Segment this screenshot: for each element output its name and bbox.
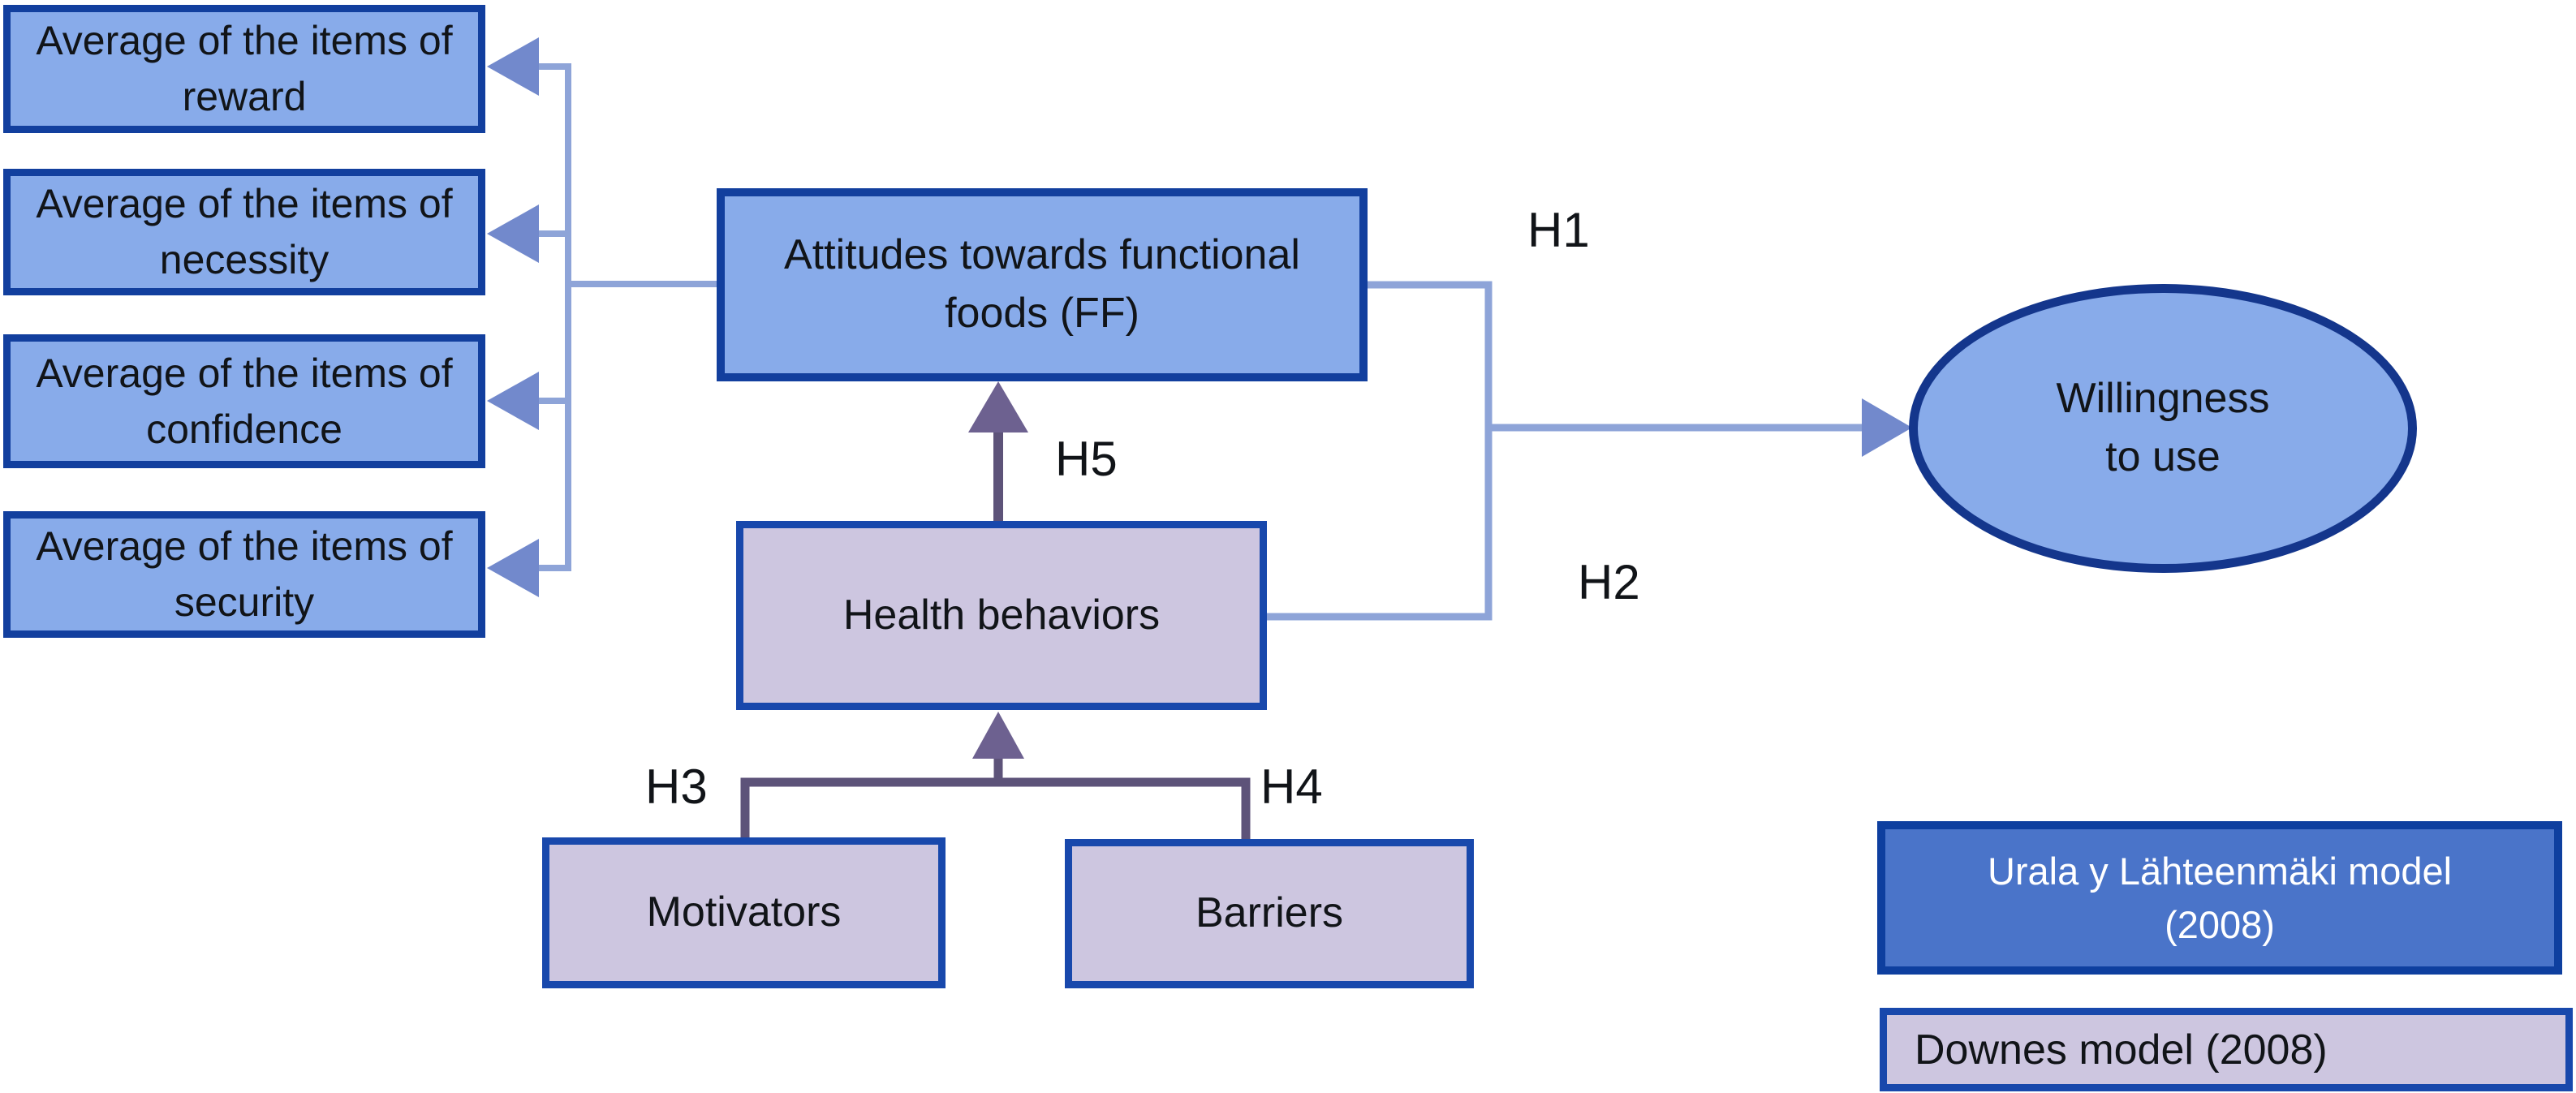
arrowhead-into-confidence-box	[487, 372, 539, 430]
h5-arrowhead	[968, 381, 1028, 432]
indicator-box-security-line2: security	[174, 579, 315, 625]
attitudes-node-line2: foods (FF)	[945, 290, 1139, 337]
motivators-label: Motivators	[646, 889, 842, 936]
indicator-box-reward: Average of the items of reward	[3, 5, 485, 133]
legend-urala-line1: Urala y Lähteenmäki model	[1987, 849, 2453, 893]
arrowhead-into-reward-box	[487, 37, 539, 96]
h1-label: H1	[1527, 203, 1590, 257]
arrowhead-into-willingness	[1862, 398, 1912, 457]
legend-urala-model: Urala y Lähteenmäki model (2008)	[1877, 821, 2562, 975]
willingness-line1: Willingness	[2056, 375, 2270, 423]
indicator-box-reward-line1: Average of the items of	[36, 18, 453, 63]
attitudes-node: Attitudes towards functional foods (FF)	[717, 188, 1368, 381]
h2-label: H2	[1578, 555, 1640, 609]
motivators-barriers-bracket	[740, 777, 1251, 842]
barriers-node: Barriers	[1065, 839, 1474, 988]
arrowhead-into-security-box	[487, 539, 539, 597]
indicator-box-necessity: Average of the items of necessity	[3, 169, 485, 295]
willingness-line2: to use	[2105, 433, 2221, 480]
indicator-box-confidence-line2: confidence	[146, 406, 342, 452]
attitudes-node-line1: Attitudes towards functional	[784, 231, 1300, 279]
indicator-box-security-line1: Average of the items of	[36, 523, 453, 569]
h3-label: H3	[645, 760, 708, 814]
barriers-label: Barriers	[1195, 889, 1344, 937]
legend-urala-line2: (2008)	[2165, 902, 2275, 946]
indicator-box-confidence: Average of the items of confidence	[3, 334, 485, 468]
indicator-box-confidence-line1: Average of the items of	[36, 350, 453, 396]
indicator-box-security: Average of the items of security	[3, 511, 485, 638]
willingness-node: Willingness to use	[1909, 284, 2417, 573]
indicator-box-necessity-line1: Average of the items of	[36, 181, 453, 226]
legend-downes-model: Downes model (2008)	[1880, 1008, 2573, 1091]
indicator-box-reward-line2: reward	[182, 74, 307, 119]
health-behaviors-node: Health behaviors	[736, 521, 1267, 710]
h4-label: H4	[1260, 760, 1323, 814]
motivators-node: Motivators	[542, 837, 946, 988]
arrowhead-into-necessity-box	[487, 204, 539, 263]
indicator-box-necessity-line2: necessity	[159, 237, 330, 282]
health-behaviors-label: Health behaviors	[842, 591, 1161, 639]
h1-h2-connector-path	[1265, 281, 1493, 621]
bracket-arrowhead-into-health	[972, 712, 1024, 759]
legend-downes-label: Downes model (2008)	[1915, 1026, 2328, 1074]
h5-label: H5	[1055, 432, 1118, 486]
